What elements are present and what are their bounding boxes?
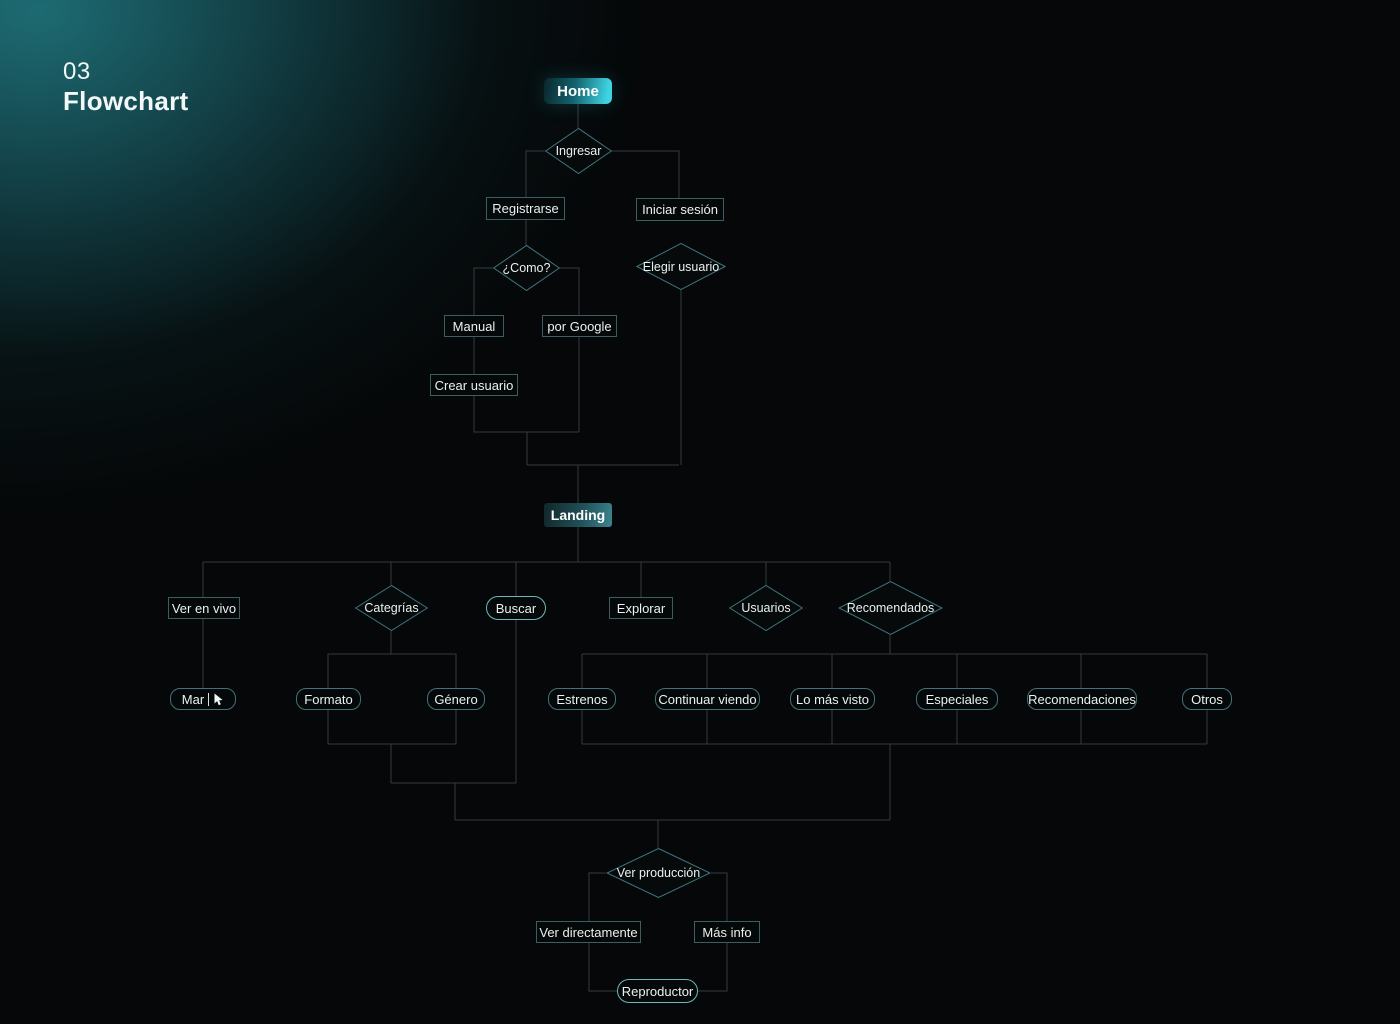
node-especiales-label: Especiales [925,691,989,707]
node-reproductor: Reproductor [617,979,698,1003]
diamond-shape [636,243,726,290]
node-explorar: Explorar [609,597,673,619]
node-mar-search-input: Mar [170,688,236,710]
node-landing-label: Landing [550,507,606,523]
node-especiales: Especiales [916,688,998,710]
diamond-shape [838,581,943,635]
node-crear-usuario-label: Crear usuario [434,377,514,393]
diamond-shape [606,848,711,898]
diamond-shape [355,585,428,631]
section-number: 03 [63,58,91,85]
node-iniciar-sesion: Iniciar sesión [636,198,724,221]
node-como: ¿Como? [493,245,560,291]
section-title: Flowchart [63,86,189,117]
node-ver-directamente: Ver directamente [536,921,641,943]
node-home: Home [544,78,612,104]
node-buscar-label: Buscar [495,600,537,616]
node-ingresar: Ingresar [545,128,612,174]
node-crear-usuario: Crear usuario [430,374,518,396]
node-ver-produccion-label: Ver producción [616,866,701,880]
cursor-icon [214,693,223,705]
node-continuar-viendo-label: Continuar viendo [658,691,757,707]
node-como-label: ¿Como? [502,261,551,275]
node-home-label: Home [557,82,599,100]
node-registrarse-label: Registrarse [492,201,559,216]
node-estrenos: Estrenos [548,688,616,710]
node-mas-info-label: Más info [702,924,752,940]
node-mas-info: Más info [694,921,760,943]
node-landing: Landing [544,503,612,527]
node-por-google: por Google [542,315,617,337]
node-lo-mas-visto-label: Lo más visto [796,691,869,707]
node-iniciar-sesion-label: Iniciar sesión [642,202,718,217]
diamond-shape [545,128,612,174]
node-ver-en-vivo: Ver en vivo [168,597,240,619]
node-genero: Género [427,688,485,710]
diamond-shape [729,585,803,631]
node-por-google-label: por Google [547,318,612,334]
node-formato-label: Formato [304,691,353,707]
text-caret [208,692,210,706]
node-otros: Otros [1182,688,1232,710]
node-ver-produccion: Ver producción [606,848,711,898]
node-lo-mas-visto: Lo más visto [790,688,875,710]
node-continuar-viendo: Continuar viendo [655,688,760,710]
node-recomendaciones: Recomendaciones [1027,688,1137,710]
node-recomendaciones-label: Recomendaciones [1028,691,1136,707]
node-ingresar-label: Ingresar [555,144,602,158]
node-elegir-usuario: Elegir usuario [636,243,726,290]
node-categorias: Categrías [355,585,428,631]
node-usuarios: Usuarios [729,585,803,631]
page-title: 03 Flowchart [63,58,189,117]
node-recomendados: Recomendados [838,581,943,635]
node-otros-label: Otros [1191,691,1223,707]
node-usuarios-label: Usuarios [741,601,791,615]
node-manual-label: Manual [452,318,496,334]
node-elegir-usuario-label: Elegir usuario [642,259,720,274]
node-ver-en-vivo-label: Ver en vivo [171,600,237,616]
node-recomendados-label: Recomendados [846,601,935,615]
mar-content: Mar [182,692,224,707]
diamond-shape [493,245,560,291]
node-manual: Manual [444,315,504,337]
node-genero-label: Género [434,691,478,707]
node-mar-label: Mar [181,691,205,707]
node-buscar: Buscar [486,596,546,620]
node-reproductor-label: Reproductor [621,983,694,999]
node-registrarse: Registrarse [486,197,565,220]
node-ver-directamente-label: Ver directamente [539,924,638,940]
node-estrenos-label: Estrenos [556,691,608,707]
node-explorar-label: Explorar [616,600,666,616]
node-categorias-label: Categrías [364,601,419,615]
node-formato: Formato [296,688,361,710]
